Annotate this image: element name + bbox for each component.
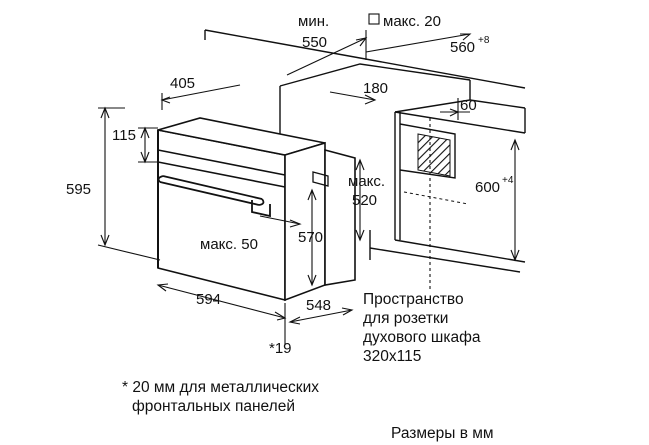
socket-hatch-area [417,133,451,177]
max520-label: макс. [348,173,385,190]
footnote-line: * 20 мм для металлических [122,379,319,396]
dim-600: 600 [475,179,500,196]
dim-19: *19 [269,340,292,357]
oven-body [157,117,356,302]
dim-60: 60 [460,97,477,114]
dimension-lines [97,13,520,345]
oven-handle-icon [157,175,271,218]
dim-550: 550 [302,34,327,51]
dim-600-tolerance: +4 [502,175,514,186]
socket-note-line: 320x115 [363,348,422,365]
socket-note: Пространство для розетки духового шкафа … [363,290,480,366]
dim-180: 180 [363,80,388,97]
socket-note-line: духового шкафа [363,329,481,346]
cabinet-niche [204,29,526,273]
dim-594: 594 [196,291,221,308]
units-label: Размеры в мм [391,425,494,442]
socket-note-line: для розетки [363,310,449,327]
mounting-clip-icon [312,171,329,187]
dim-115: 115 [112,127,136,144]
max20-label: макс. 20 [383,13,441,30]
dim-548: 548 [306,297,331,314]
dim-560: 560 [450,39,475,56]
max50-label: макс. 50 [200,236,258,253]
dim-560-tolerance: +8 [478,35,490,46]
footnote: * 20 мм для металлических фронтальных па… [122,378,319,416]
dim-595: 595 [66,181,91,198]
dim-405: 405 [170,75,195,92]
socket-note-line: Пространство [363,291,464,308]
dim-570: 570 [298,229,323,246]
footnote-line: фронтальных панелей [132,398,295,415]
dim-520: 520 [352,192,377,209]
min-label: мин. [298,13,329,30]
